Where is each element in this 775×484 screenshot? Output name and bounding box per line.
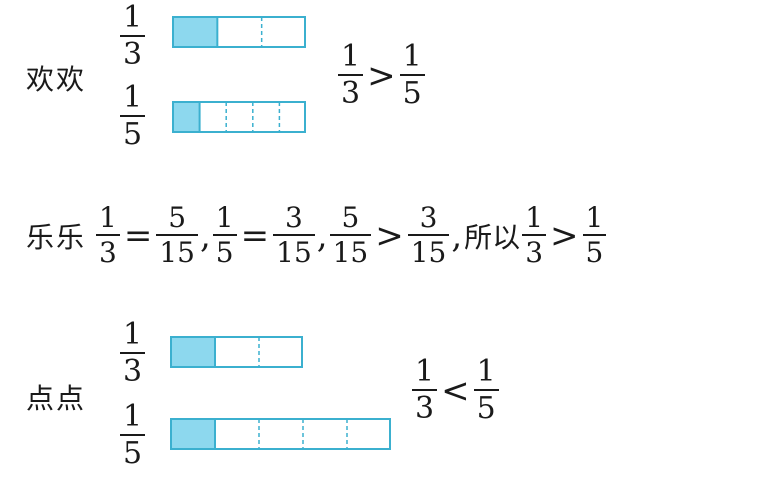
lele-fraction-2: 5 15 [156,204,198,267]
numerator: 5 [341,201,360,234]
numerator: 1 [123,80,143,115]
numerator: 1 [99,201,117,234]
fraction-bar [329,234,372,236]
fraction-bar [120,35,146,37]
equals-sign: = [123,215,153,256]
denominator: 15 [159,236,195,269]
comma: , [451,215,463,256]
comparison-right-fraction: 1 5 [473,354,499,426]
fraction-bar [473,389,499,391]
fraction-bar [273,234,315,236]
strip-outline [172,101,306,133]
numerator: 1 [123,317,143,352]
diandian-fraction-b: 1 5 [120,399,146,471]
numerator: 1 [525,201,544,234]
denominator: 5 [402,76,422,111]
lele-fraction-1: 1 3 [96,204,120,267]
denominator: 3 [525,236,544,269]
greater-than-sign: > [367,55,396,96]
strip-outline [172,16,306,48]
greater-than-sign: > [550,215,579,256]
denominator: 15 [332,236,369,269]
strip-outline [170,418,391,450]
fraction-bar [338,74,364,76]
denominator: 3 [99,236,117,269]
fraction-bar [407,234,450,236]
comparison-left-fraction: 1 3 [412,354,438,426]
denominator: 3 [123,37,143,72]
huanhuan-name: 欢欢 [26,63,87,96]
lele-fraction-3: 1 5 [212,201,237,269]
denominator: 3 [123,354,143,389]
numerator: 1 [585,201,604,234]
shaded-part [171,419,215,449]
fraction-bar [212,234,237,236]
fraction-bar [582,234,607,236]
fraction-bar [522,234,547,236]
lele-fraction-6: 3 15 [407,201,450,269]
fraction-bar [412,389,438,391]
so-text: 所以 [464,220,521,254]
diandian-strip-thirds [170,336,303,368]
denominator: 3 [341,76,361,111]
comparison-left-fraction: 1 3 [338,39,364,111]
shaded-part [171,337,215,367]
diandian-fraction-a: 1 3 [120,317,146,389]
comma: , [199,215,211,256]
lele-fraction-8: 1 5 [582,201,607,269]
strip-outline [170,336,303,368]
diandian-name: 点点 [26,382,87,415]
numerator: 1 [341,39,361,74]
fraction-bar [399,74,425,76]
comparison-right-fraction: 1 5 [399,39,425,111]
huanhuan-strip-thirds [172,16,306,48]
numerator: 3 [419,201,438,234]
numerator: 3 [285,201,303,234]
denominator: 5 [215,236,234,269]
lele-fraction-4: 3 15 [273,204,315,267]
numerator: 1 [215,201,234,234]
denominator: 5 [585,236,604,269]
denominator: 5 [123,117,143,152]
lele-name: 乐乐 [26,220,87,254]
fraction-bar [120,352,146,354]
numerator: 5 [168,201,187,234]
fraction-bar [156,234,198,236]
lele-fraction-7: 1 3 [522,201,547,269]
lele-row: 乐乐 1 3 = 5 15 , 1 5 = 3 15 , 5 15 > 3 15… [26,201,607,269]
denominator: 5 [123,436,143,471]
equals-sign: = [240,215,270,256]
diandian-strip-fifths [170,418,391,450]
numerator: 1 [476,354,496,389]
fraction-bar [120,434,146,436]
comma: , [316,215,328,256]
huanhuan-comparison: 1 3 > 1 5 [338,42,425,109]
numerator: 1 [402,39,422,74]
huanhuan-strip-fifths [172,101,306,133]
less-than-sign: < [441,370,470,411]
shaded-part [173,17,218,47]
denominator: 3 [415,391,435,426]
numerator: 1 [415,354,435,389]
denominator: 5 [476,391,496,426]
greater-than-sign: > [375,215,404,256]
numerator: 1 [123,0,143,35]
huanhuan-fraction-a: 1 3 [120,0,146,72]
denominator: 15 [410,236,447,269]
fraction-bar [96,234,120,236]
shaded-part [173,102,200,132]
denominator: 15 [276,236,312,269]
fraction-bar [120,115,146,117]
huanhuan-fraction-b: 1 5 [120,80,146,152]
lele-fraction-5: 5 15 [329,201,372,269]
numerator: 1 [123,399,143,434]
diandian-comparison: 1 3 < 1 5 [412,357,499,424]
